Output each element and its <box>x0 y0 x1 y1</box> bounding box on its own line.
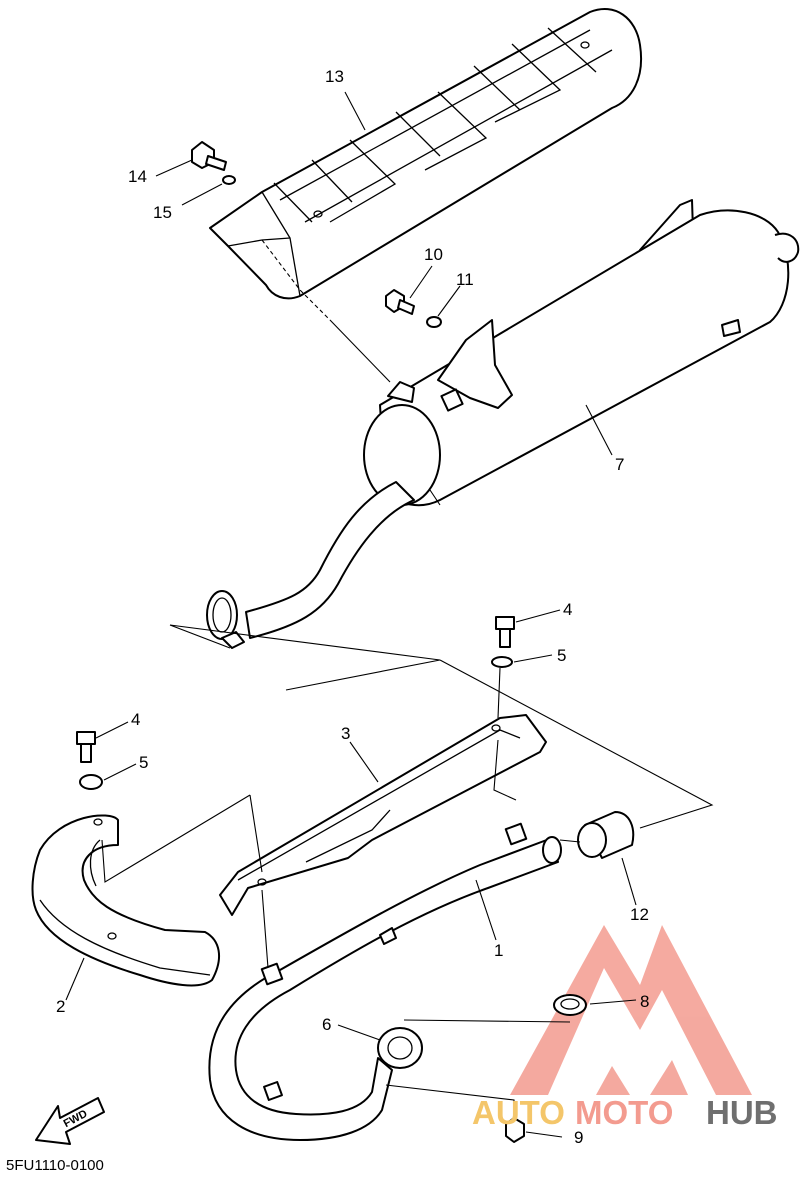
washer-15 <box>222 175 236 185</box>
washer-11 <box>426 316 442 328</box>
bolt-4-right <box>495 616 515 648</box>
exhaust-pipe-part <box>208 822 562 1141</box>
sleeve-12 <box>577 811 635 859</box>
callout-6: 6 <box>322 1015 331 1034</box>
callout-5-left: 5 <box>139 753 148 772</box>
watermark-moto: MOTO <box>575 1094 673 1131</box>
callout-15: 15 <box>153 203 172 222</box>
pipe-guard-part <box>31 814 221 987</box>
callout-10: 10 <box>424 245 443 264</box>
callout-4-right: 4 <box>563 600 572 619</box>
muffler-part <box>206 199 800 649</box>
callout-9: 9 <box>574 1128 583 1147</box>
drawing-code: 5FU1110-0100 <box>6 1157 104 1174</box>
bracket-part <box>219 714 547 916</box>
callout-12: 12 <box>630 905 649 924</box>
leader-lines <box>65 91 714 1138</box>
bolt-10 <box>385 289 415 315</box>
heat-shield-part <box>209 8 643 321</box>
forward-direction-arrow: FWD <box>35 1097 105 1145</box>
washer-5-right <box>491 656 513 668</box>
callout-1: 1 <box>494 941 503 960</box>
watermark-logo <box>510 925 752 1095</box>
gasket-6 <box>377 1027 423 1069</box>
bolt-4-left <box>76 731 96 763</box>
callout-7: 7 <box>615 455 624 474</box>
washer-5-left <box>79 774 103 790</box>
watermark-auto: AUTO <box>472 1094 565 1131</box>
callout-4-left: 4 <box>131 710 140 729</box>
callout-11: 11 <box>456 270 474 289</box>
callout-14: 14 <box>128 167 147 186</box>
callout-8: 8 <box>640 992 649 1011</box>
watermark-hub: HUB <box>706 1094 778 1131</box>
callout-2: 2 <box>56 997 65 1016</box>
callout-5-right: 5 <box>557 646 566 665</box>
callout-3: 3 <box>341 724 350 743</box>
watermark-text: AUTO MOTO HUB <box>472 1094 778 1131</box>
bolt-14 <box>191 141 227 171</box>
callout-13: 13 <box>325 67 344 86</box>
gasket-8 <box>553 994 587 1016</box>
